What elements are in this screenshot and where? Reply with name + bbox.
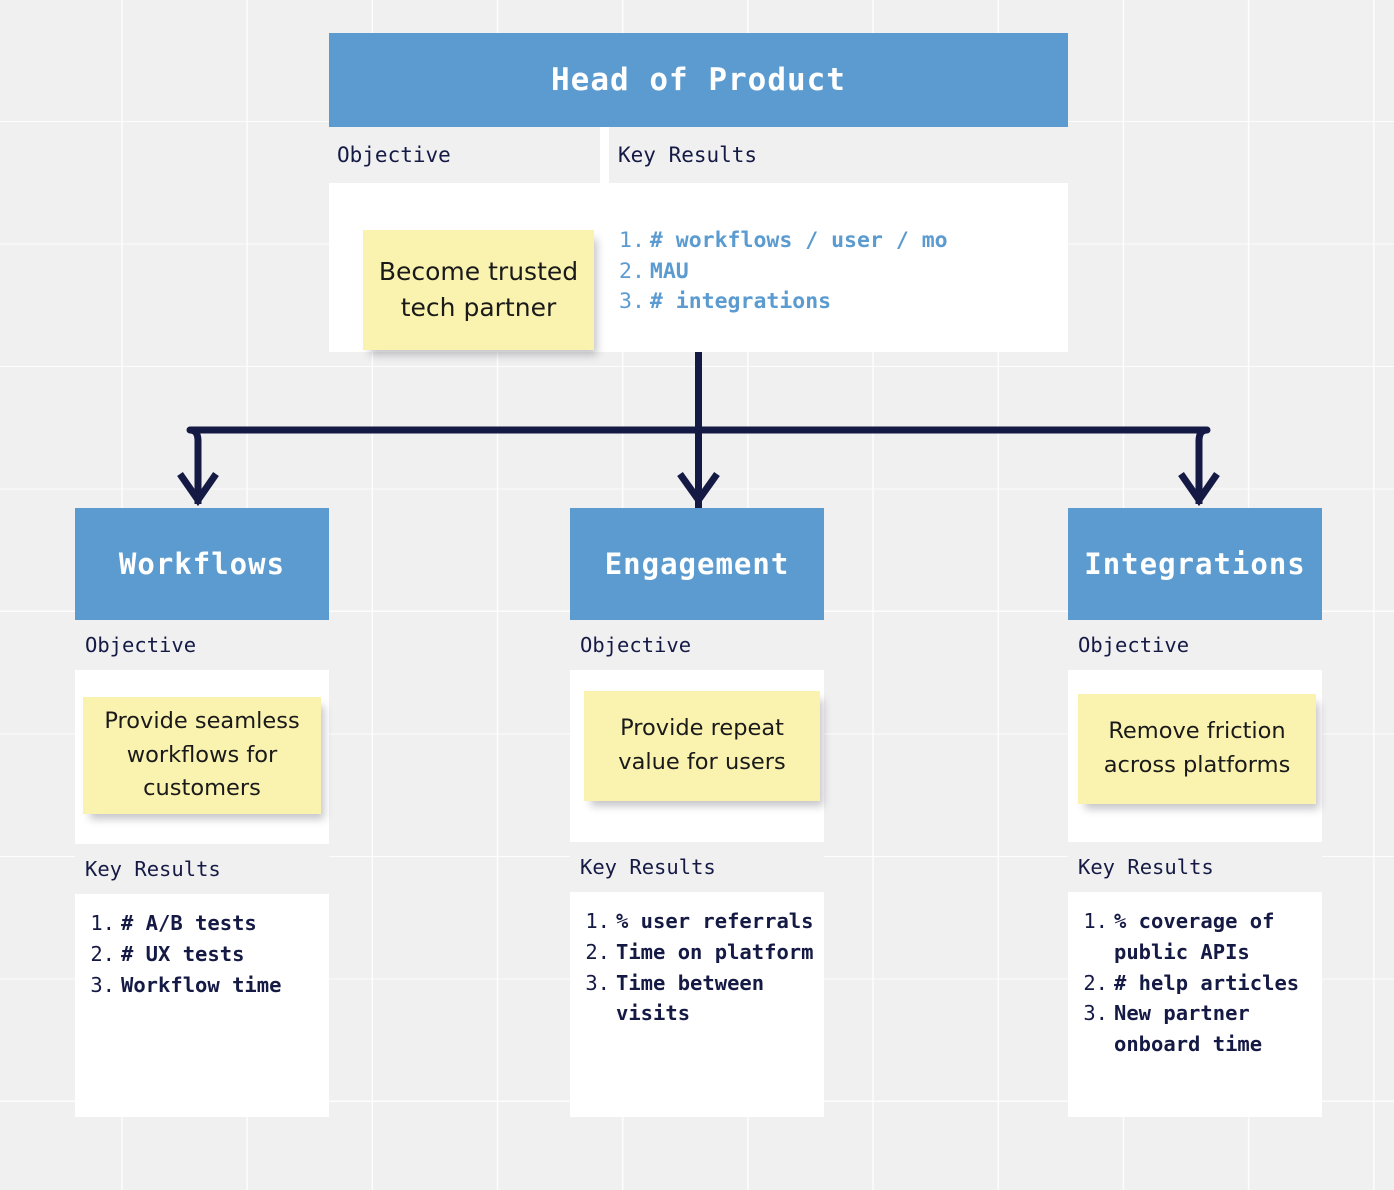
key-result-item: 3.# integrations [619,287,948,318]
key-result-number: 2. [585,939,610,964]
okr-card-engagement[interactable]: Engagement Objective Provide repeat valu… [570,508,824,1117]
workflows-objective-area: Provide seamless workflows for customers [75,670,329,844]
key-result-number: 2. [90,941,115,966]
engagement-key-results-label: Key Results [570,842,824,892]
key-result-number: 3. [90,972,115,997]
key-result-text: MAU [649,258,689,284]
key-result-item: 2.# help articles [1068,968,1322,999]
integrations-card-title: Integrations [1068,508,1322,620]
key-result-number: 1. [619,228,645,253]
okr-card-workflows[interactable]: Workflows Objective Provide seamless wor… [75,508,329,1117]
key-result-item: 1.% user referrals [570,906,824,937]
key-result-text: Time on platform [616,939,814,964]
key-result-number: 2. [619,258,645,284]
root-card-body: Become trusted tech partner 1.# workflow… [329,183,1068,352]
integrations-key-results-label: Key Results [1068,842,1322,892]
okr-card-integrations[interactable]: Integrations Objective Remove friction a… [1068,508,1322,1117]
key-result-text: Workflow time [121,972,282,997]
key-result-number: 3. [585,970,610,995]
key-result-text: % coverage of public APIs [1114,909,1275,964]
key-result-number: 3. [1083,1001,1108,1026]
key-result-number: 2. [1083,970,1108,995]
key-result-text: # help articles [1114,970,1300,995]
key-result-item: 3.Workflow time [75,970,329,1001]
key-result-text: Time between visits [616,970,765,1026]
key-result-text: % user referrals [616,909,814,933]
engagement-card-title: Engagement [570,508,824,620]
integrations-objective-label: Objective [1068,620,1322,670]
key-result-text: # A/B tests [121,911,257,935]
root-card-title: Head of Product [329,33,1068,127]
engagement-objective-area: Provide repeat value for users [570,670,824,842]
workflows-objective-sticky-note[interactable]: Provide seamless workflows for customers [83,697,321,814]
integrations-objective-area: Remove friction across platforms [1068,670,1322,842]
root-objective-sticky-note[interactable]: Become trusted tech partner [363,230,594,350]
root-key-results-label: Key Results [609,127,1068,183]
engagement-objective-sticky-note[interactable]: Provide repeat value for users [584,691,820,801]
integrations-objective-sticky-note[interactable]: Remove friction across platforms [1078,694,1316,804]
key-result-text: # workflows / user / mo [649,228,948,253]
key-result-item: 1.# A/B tests [75,908,329,939]
root-band-divider [600,127,609,183]
key-result-number: 3. [619,289,645,315]
key-result-text: # UX tests [121,941,245,966]
key-result-text: # integrations [649,289,832,315]
key-result-item: 2.Time on platform [570,937,824,968]
root-objective-label: Objective [329,127,600,183]
key-result-item: 3.Time between visits [570,968,824,1030]
workflows-objective-label: Objective [75,620,329,670]
key-result-item: 1.# workflows / user / mo [619,226,948,257]
workflows-key-results-label: Key Results [75,844,329,894]
key-result-item: 2.# UX tests [75,939,329,970]
key-result-item: 2.MAU [619,257,948,288]
engagement-objective-label: Objective [570,620,824,670]
okr-card-root[interactable]: Head of Product Objective Key Results Be… [329,33,1068,352]
workflows-card-title: Workflows [75,508,329,620]
key-result-number: 1. [585,909,610,933]
key-result-item: 3.New partner onboard time [1068,998,1322,1060]
key-result-item: 1.% coverage of public APIs [1068,906,1322,968]
key-result-number: 1. [1083,909,1108,933]
root-column-headers: Objective Key Results [329,127,1068,183]
key-result-number: 1. [90,911,115,935]
key-result-text: New partner onboard time [1114,1001,1263,1056]
